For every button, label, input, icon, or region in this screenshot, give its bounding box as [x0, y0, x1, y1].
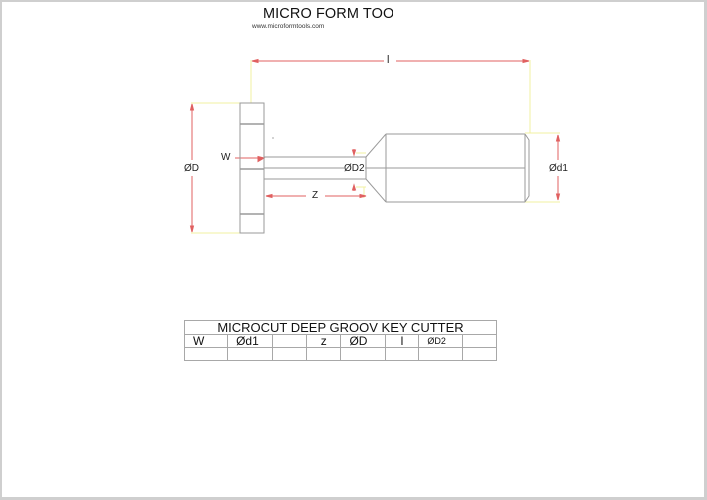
- cell: [227, 347, 273, 361]
- col-header-blank-2: [462, 334, 497, 348]
- label-shank-diameter: Ød1: [549, 163, 568, 174]
- label-width: W: [221, 152, 231, 163]
- cell: [306, 347, 342, 361]
- table-title-row: MICROCUT DEEP GROOV KEY CUTTER: [184, 320, 497, 335]
- company-title: MICRO FORM TOOLS: [263, 6, 393, 22]
- label-cutter-diameter: ØD: [184, 163, 199, 174]
- table-row: [183, 347, 497, 361]
- col-header-l: l: [384, 334, 420, 348]
- cell: [462, 347, 497, 361]
- col-header-D: ØD: [340, 334, 386, 348]
- table-title: MICROCUT DEEP GROOV KEY CUTTER: [184, 320, 497, 335]
- label-reach: Z: [312, 190, 319, 201]
- cell: [271, 347, 308, 361]
- website-text: www.microformtools.com: [252, 23, 325, 30]
- dimension-lines: [189, 58, 561, 233]
- cell: [340, 347, 386, 361]
- label-overall-length: l: [387, 54, 390, 66]
- col-header-blank-1: [271, 334, 308, 348]
- cell: [183, 347, 229, 361]
- col-header-d1: Ød1: [227, 334, 273, 348]
- cell: [418, 347, 464, 361]
- label-neck-diameter: ØD2: [344, 163, 365, 174]
- col-header-D2: ØD2: [418, 334, 464, 348]
- table-header-row: W Ød1 z ØD l ØD2: [183, 334, 497, 348]
- col-header-z: z: [306, 334, 342, 348]
- col-header-w: W: [183, 334, 229, 348]
- tool-outline: [239, 102, 530, 234]
- cell: [384, 347, 420, 361]
- spec-table: MICROCUT DEEP GROOV KEY CUTTER W Ød1 z Ø…: [183, 320, 497, 361]
